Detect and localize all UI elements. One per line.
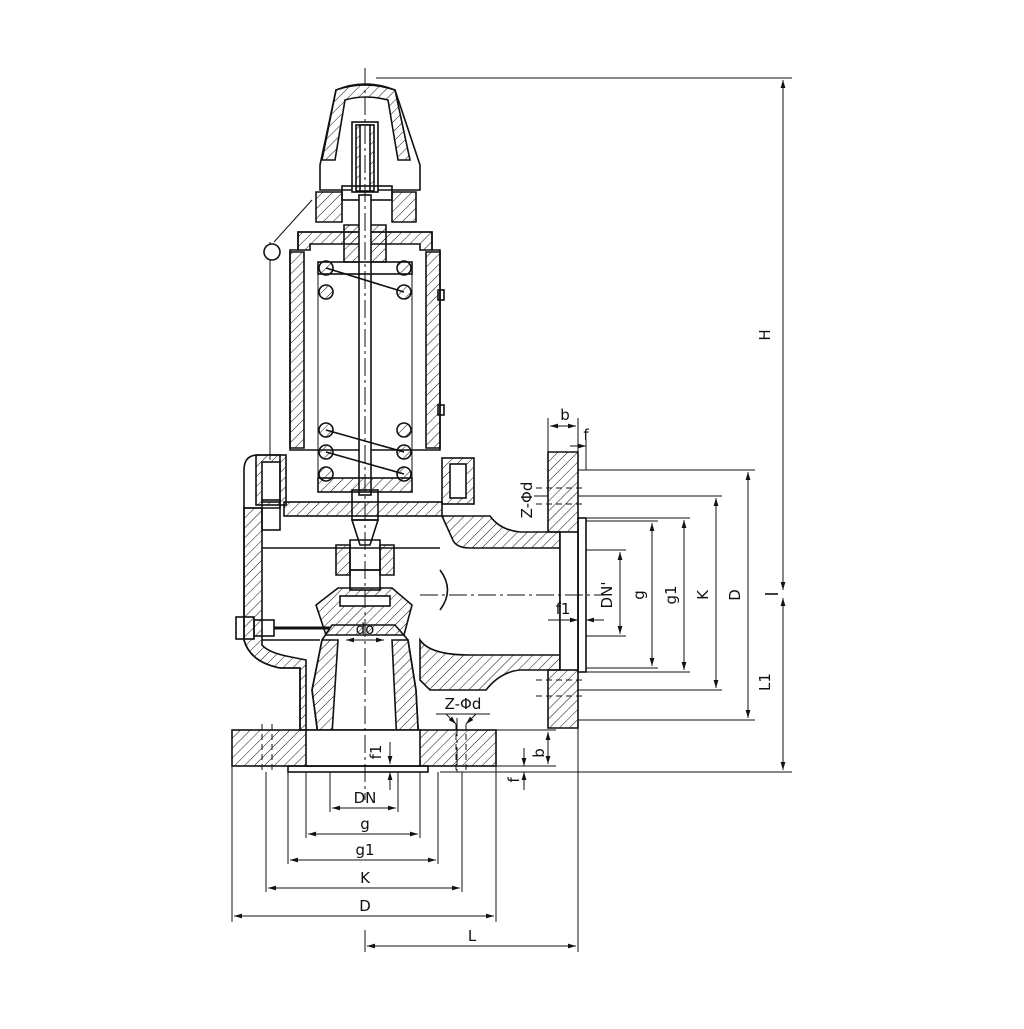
lifting-lever (235, 616, 330, 640)
label-D-bottom: D (359, 897, 371, 915)
label-f1-bottom: f1 (367, 745, 385, 760)
label-L: L (468, 927, 477, 945)
seal-wire (263, 199, 313, 460)
label-b-bottom: b (530, 748, 548, 758)
label-DN: DN (354, 789, 377, 807)
label-D-right: D (726, 589, 744, 601)
label-zd-bottom: Z-Φd (445, 695, 482, 713)
dimension-labels: H L1 b f Z-Φd DN' g g1 K D f1 do Z-Φd b … (354, 329, 774, 945)
label-b-top: b (560, 406, 570, 424)
label-g-right: g (630, 590, 648, 600)
label-g1-right: g1 (662, 585, 680, 604)
label-K-bottom: K (360, 869, 371, 887)
outlet-flange (536, 451, 587, 729)
label-f1-right: f1 (556, 600, 571, 618)
center-lines (364, 68, 605, 800)
inlet-flange (231, 724, 497, 773)
label-H: H (756, 329, 774, 340)
label-f-bottom: f (505, 777, 523, 783)
label-g1-bottom: g1 (355, 841, 374, 859)
label-K-right: K (694, 589, 712, 600)
spring (317, 260, 413, 493)
label-g-bottom: g (360, 815, 370, 833)
label-dn-prime: DN' (598, 582, 616, 609)
label-f-top: f (583, 426, 589, 444)
bonnet (289, 224, 445, 451)
bonnet-flange (255, 454, 475, 531)
label-do: do (356, 620, 375, 638)
label-zd-top: Z-Φd (518, 482, 536, 519)
dimension-lines (231, 77, 792, 952)
label-L1: L1 (756, 673, 774, 691)
